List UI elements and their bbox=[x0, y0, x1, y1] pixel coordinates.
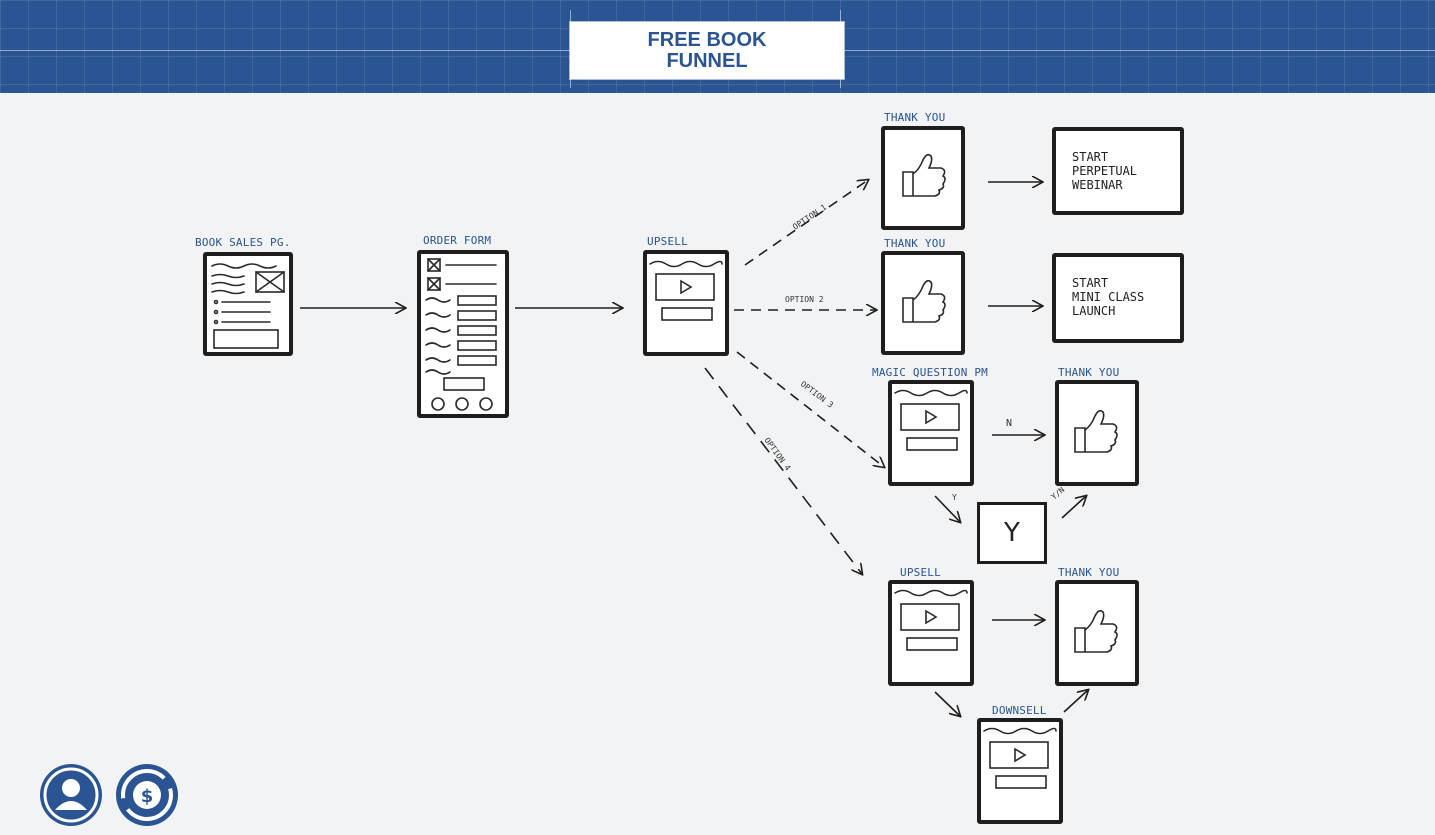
edge-label-option-4: OPTION 4 bbox=[762, 436, 792, 473]
arrow-yn bbox=[1061, 496, 1086, 519]
upsell-2-sketch bbox=[894, 589, 968, 651]
arrow-downsell-to-thank-you bbox=[1063, 690, 1088, 713]
title-line-1: FREE BOOK bbox=[647, 28, 767, 51]
thumbs-up-icon-1 bbox=[902, 153, 946, 197]
arrow-option-3 bbox=[736, 351, 884, 467]
edge-label-yn: Y/N bbox=[1050, 485, 1067, 501]
person-icon bbox=[40, 764, 102, 826]
dollar-cycle-icon: $ bbox=[116, 764, 178, 826]
upsell-page-2 bbox=[888, 580, 974, 686]
perpetual-line-3: WEBINAR bbox=[1072, 178, 1123, 192]
thank-you-page-3 bbox=[1055, 380, 1139, 486]
label-thank-you-1: THANK YOU bbox=[884, 111, 946, 124]
arrow-option-1 bbox=[744, 180, 868, 266]
label-upsell-main: UPSELL bbox=[647, 235, 688, 248]
edge-label-y: Y bbox=[952, 493, 957, 502]
label-book-sales: BOOK SALES PG. bbox=[195, 236, 291, 249]
arrow-option-4 bbox=[704, 367, 862, 574]
perpetual-line-2: PERPETUAL bbox=[1072, 164, 1138, 178]
thumbs-up-icon-4 bbox=[1074, 609, 1118, 653]
thank-you-page-1 bbox=[881, 126, 965, 230]
upsell-page bbox=[643, 250, 729, 356]
arrow-y bbox=[934, 495, 960, 522]
edge-label-option-1: OPTION 1 bbox=[791, 203, 828, 232]
label-magic-question: MAGIC QUESTION PM bbox=[872, 366, 988, 379]
label-thank-you-3: THANK YOU bbox=[1058, 366, 1120, 379]
thank-you-page-4 bbox=[1055, 580, 1139, 686]
edge-label-option-2: OPTION 2 bbox=[785, 295, 824, 304]
thumbs-up-icon-2 bbox=[902, 279, 946, 323]
mini-line-2: MINI CLASS bbox=[1072, 290, 1145, 304]
magic-question-page bbox=[888, 380, 974, 486]
svg-text:$: $ bbox=[141, 786, 154, 807]
book-sales-sketch bbox=[211, 263, 285, 349]
mini-class-launch-text: START MINI CLASS LAUNCH bbox=[1072, 276, 1144, 318]
page-title: FREE BOOK FUNNEL bbox=[570, 22, 844, 79]
label-upsell-2: UPSELL bbox=[900, 566, 941, 579]
magic-question-sketch bbox=[894, 389, 968, 451]
upsell-sketch bbox=[649, 260, 723, 321]
label-downsell: DOWNSELL bbox=[992, 704, 1047, 717]
mini-line-3: LAUNCH bbox=[1072, 304, 1116, 318]
perpetual-webinar-text: START PERPETUAL WEBINAR bbox=[1072, 150, 1137, 192]
edge-label-n: N bbox=[1006, 418, 1012, 429]
header-banner: FREE BOOK FUNNEL bbox=[0, 0, 1435, 93]
downsell-page bbox=[977, 718, 1063, 824]
thank-you-page-2 bbox=[881, 251, 965, 355]
arrow-to-downsell bbox=[934, 691, 960, 716]
title-line-2: FUNNEL bbox=[666, 49, 748, 72]
yes-box: Y bbox=[977, 502, 1047, 564]
book-sales-page bbox=[203, 252, 293, 356]
mini-class-launch-box bbox=[1052, 253, 1184, 343]
mini-line-1: START bbox=[1072, 276, 1109, 290]
order-form-sketch bbox=[425, 258, 497, 411]
thumbs-up-icon-3 bbox=[1074, 409, 1118, 453]
downsell-sketch bbox=[983, 727, 1057, 789]
label-order-form: ORDER FORM bbox=[423, 234, 492, 247]
label-thank-you-2: THANK YOU bbox=[884, 237, 946, 250]
label-thank-you-4: THANK YOU bbox=[1058, 566, 1120, 579]
perpetual-line-1: START bbox=[1072, 150, 1109, 164]
perpetual-webinar-box bbox=[1052, 127, 1184, 215]
